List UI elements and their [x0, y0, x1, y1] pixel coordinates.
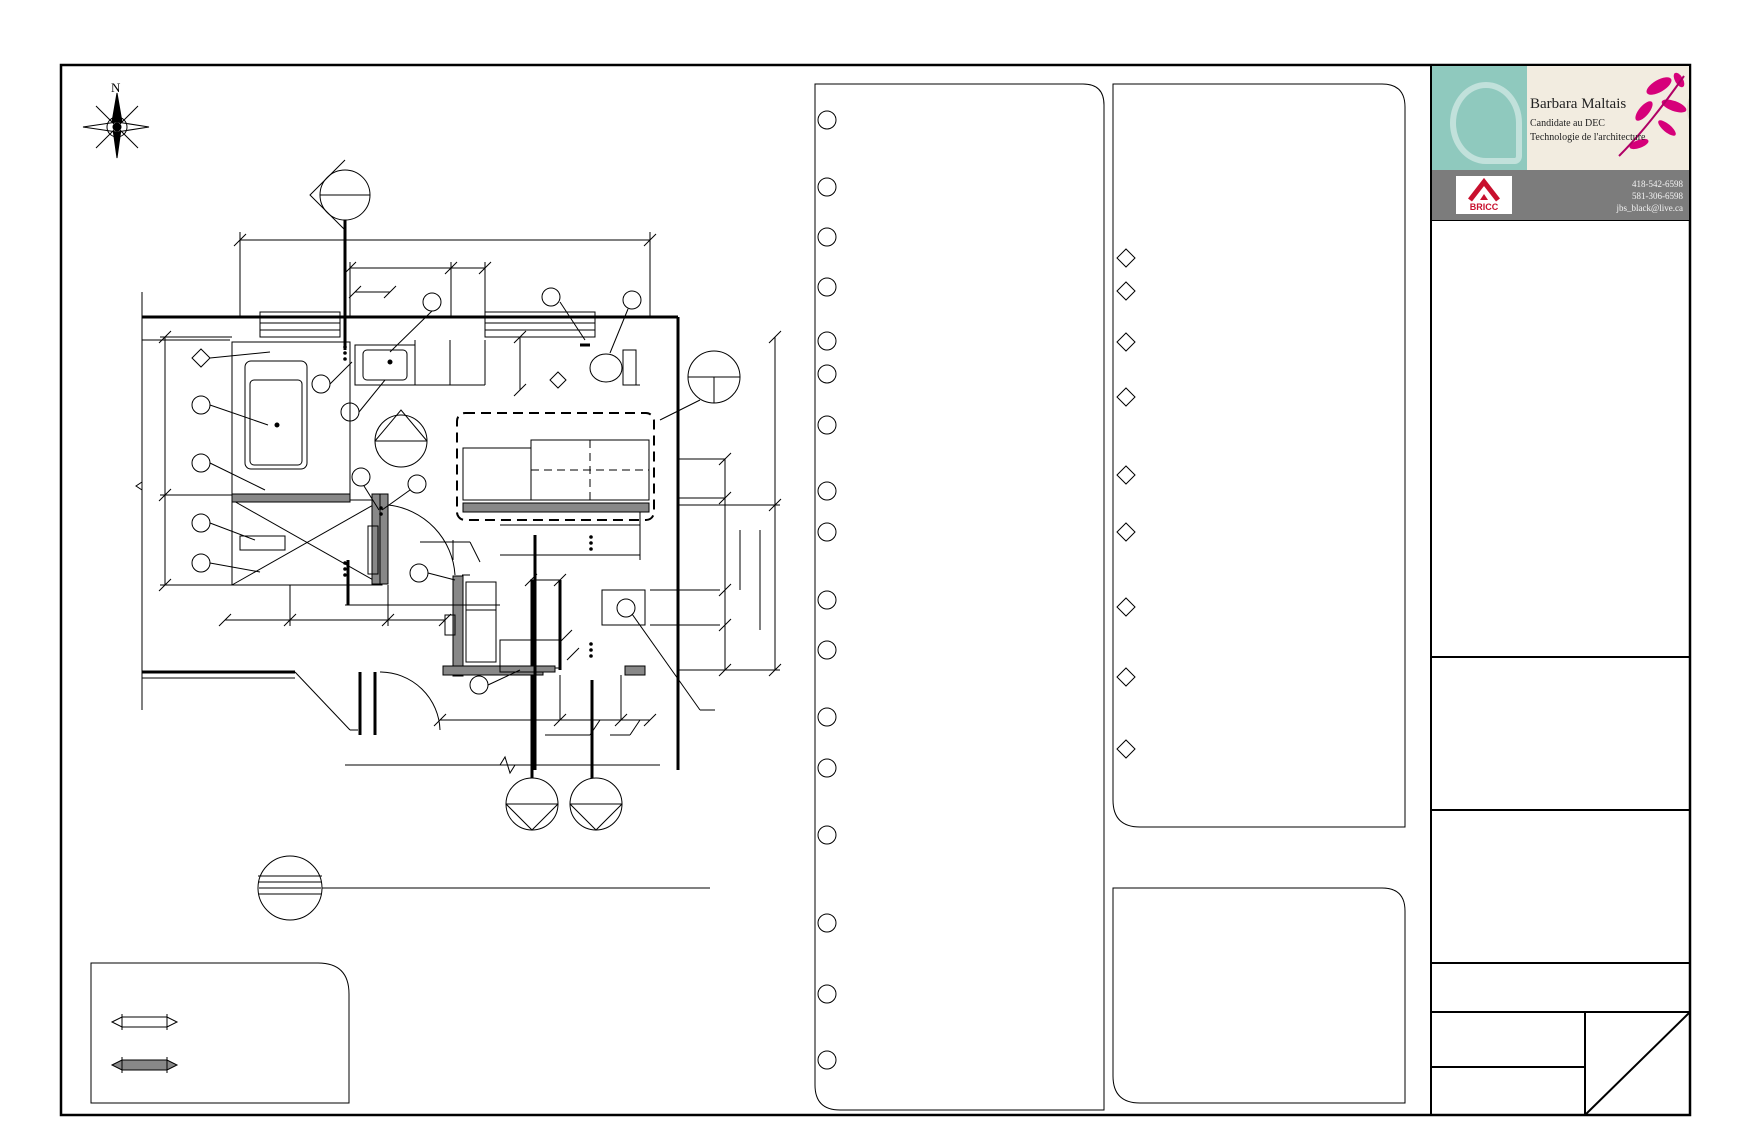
notes-panel-small [1112, 887, 1406, 1104]
section-marker-center [374, 409, 428, 468]
notes-panel-left [814, 83, 1105, 1111]
floor-plan [135, 232, 782, 775]
section-marker-bottom-2 [569, 680, 623, 831]
section-marker-bottom-1 [505, 580, 559, 831]
card-teal-panel [1432, 66, 1527, 170]
phone-2: 581-306-6598 [1632, 191, 1683, 201]
sheet-border [59, 63, 1692, 1117]
note-bullets [817, 110, 837, 1070]
flower-icon [1618, 72, 1687, 157]
legend-wall-symbols [110, 1014, 179, 1073]
north-label: N [111, 80, 121, 95]
email: jbs_black@live.ca [1616, 203, 1683, 213]
section-marker-right [659, 350, 741, 421]
designer-subtitle-1: Candidate au DEC [1530, 118, 1605, 129]
designer-name: Barbara Maltais [1530, 96, 1627, 112]
callout-bubbles [191, 287, 642, 695]
callout-diamonds [191, 348, 567, 389]
bricc-logo: BRICC [1456, 176, 1512, 214]
designer-subtitle-2: Technologie de l'architecture [1530, 132, 1646, 143]
section-marker-top [309, 159, 371, 350]
legend-box [90, 962, 350, 1104]
title-block [1430, 65, 1691, 1116]
note-diamonds [1116, 248, 1136, 759]
north-arrow-icon [82, 92, 150, 159]
notes-panel-right [1112, 83, 1406, 828]
phone-1: 418-542-6598 [1632, 179, 1683, 189]
logo-text: BRICC [1469, 202, 1499, 212]
drawing-title-bubble [257, 855, 710, 921]
business-card: BRICC Barbara Maltais Candidate au DEC T… [1432, 66, 1689, 220]
